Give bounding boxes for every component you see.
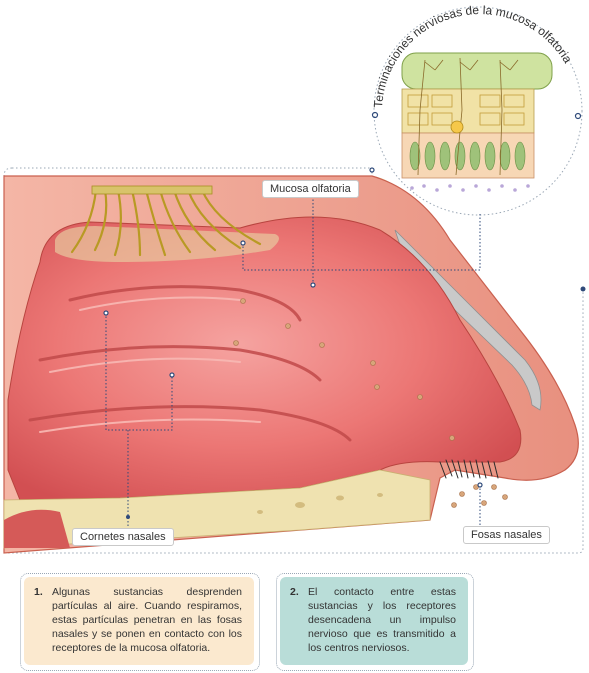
palate-texture bbox=[257, 493, 383, 514]
lower-tissue bbox=[4, 509, 70, 548]
note-2-text: El contacto entre estas sustancias y los… bbox=[308, 586, 456, 654]
inset-marker-right bbox=[574, 112, 582, 120]
note-2-number: 2. bbox=[290, 586, 299, 598]
note-2-frame bbox=[276, 573, 474, 671]
note-1-number: 1. bbox=[34, 586, 43, 598]
frame-dot-bottom bbox=[126, 515, 130, 519]
turbinate-highlights bbox=[39, 296, 261, 433]
note-2: 2. El contacto entre estas sustancias y … bbox=[280, 577, 468, 665]
nostril-hairs bbox=[439, 459, 499, 479]
label-mucosa-olfatoria: Mucosa olfatoria bbox=[262, 180, 359, 198]
note-1: 1. Algunas sustancias desprenden partícu… bbox=[24, 577, 254, 665]
label-fosas-nasales: Fosas nasales bbox=[463, 526, 550, 544]
olfactory-nerves bbox=[70, 188, 262, 257]
inset-marker-left bbox=[371, 111, 379, 119]
inset-tissue bbox=[401, 52, 553, 192]
label-cornetes-nasales: Cornetes nasales bbox=[72, 528, 174, 546]
note-1-text: Algunas sustancias desprenden partículas… bbox=[52, 586, 242, 654]
leader-lines bbox=[105, 196, 481, 530]
cribriform-plate bbox=[91, 185, 213, 195]
odor-particles bbox=[233, 298, 508, 508]
turbinates bbox=[28, 285, 352, 442]
note-1-frame bbox=[20, 573, 260, 671]
leader-endpoints bbox=[103, 167, 483, 488]
frame-dot bbox=[580, 286, 586, 292]
